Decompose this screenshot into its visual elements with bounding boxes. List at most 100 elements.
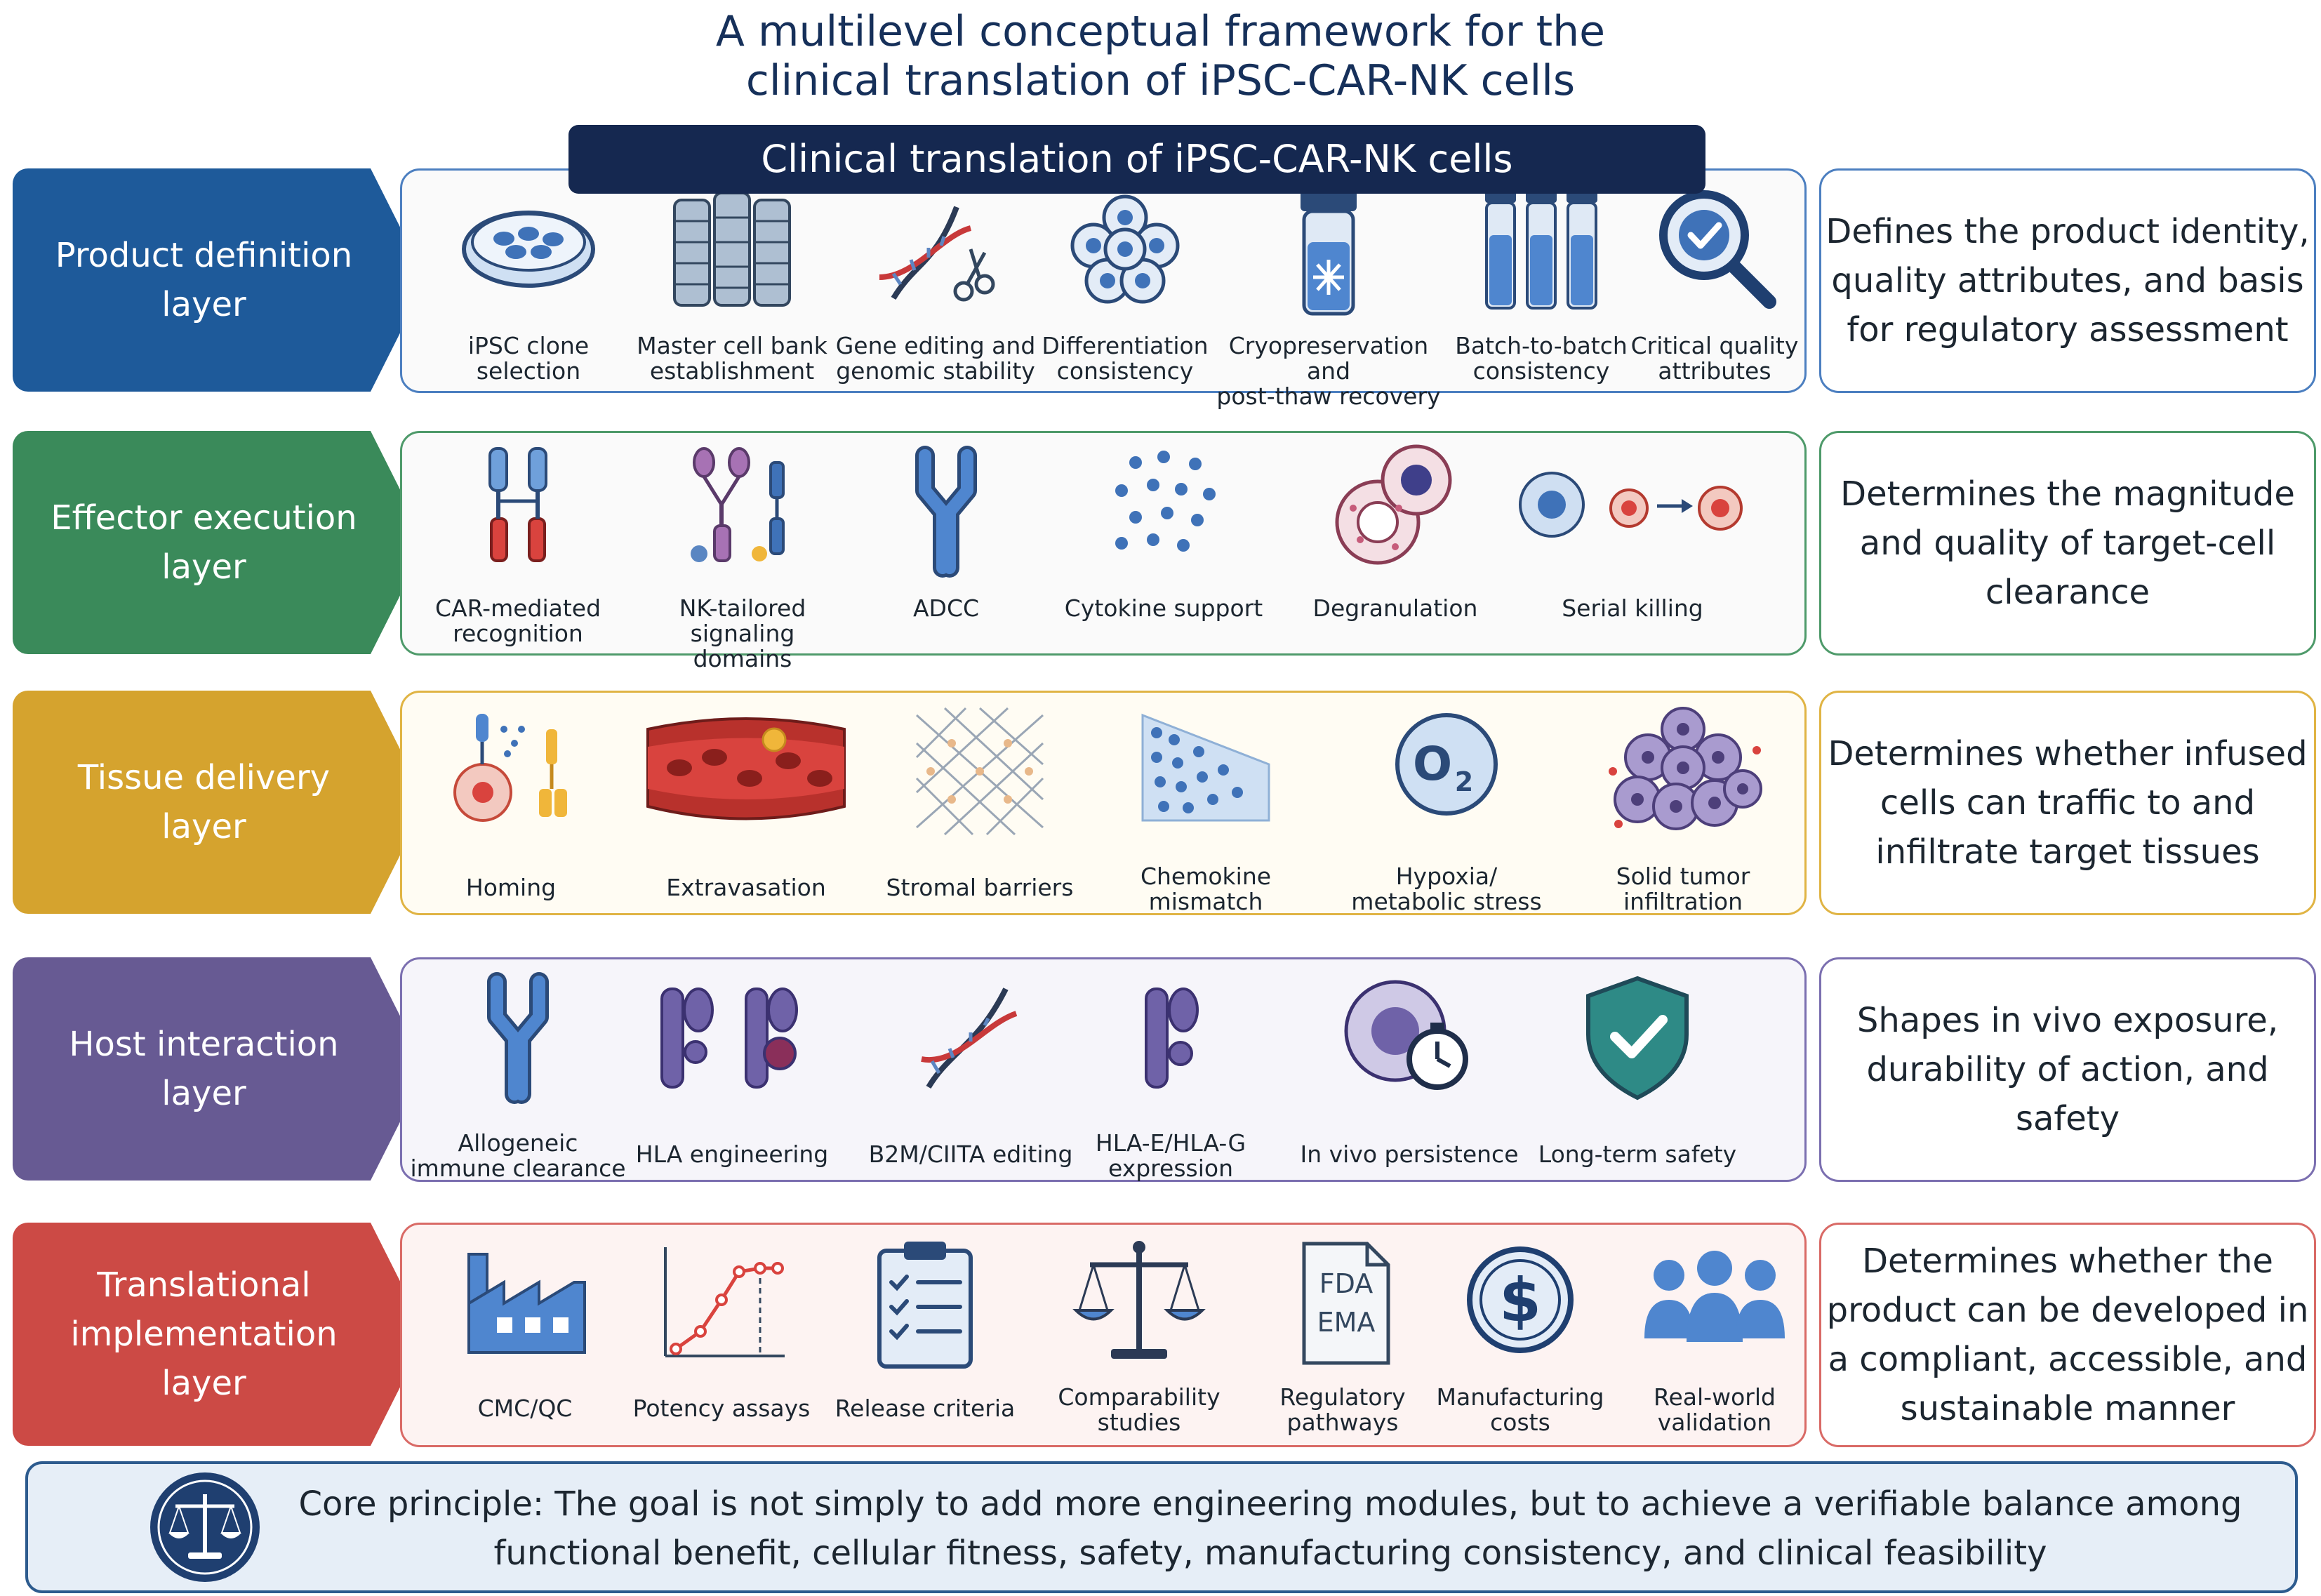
item-label: HLA engineering — [635, 1141, 829, 1168]
item-adcc: ADCC — [844, 441, 1048, 645]
svg-text:$: $ — [1499, 1265, 1541, 1336]
item-label: CMC/QC — [477, 1395, 573, 1422]
item-cryopreservation: Cryopreservation and post-thaw recovery — [1216, 179, 1441, 409]
item-label: Long-term safety — [1538, 1141, 1737, 1168]
layer-description: Defines the product identity, quality at… — [1819, 168, 2316, 393]
cell-bank-tanks-icon — [673, 192, 791, 307]
header-bar: Clinical translation of iPSC-CAR-NK cell… — [568, 125, 1705, 194]
item-hypoxia: O 2 Hypoxia/ metabolic stress — [1345, 701, 1548, 915]
item-nk-signaling: NK-tailored signaling domains — [641, 441, 844, 672]
item-label: Serial killing — [1562, 594, 1703, 622]
layer-title: Translational implementation layer — [70, 1265, 338, 1403]
item-b2m-ciita: B2M/CIITA editing — [869, 968, 1072, 1171]
fda-ema-document-icon: FDA EMA — [1302, 1242, 1390, 1365]
core-principle-box: Core principle: The goal is not simply t… — [25, 1461, 2298, 1593]
description-text: Determines whether the product can be de… — [1826, 1242, 2309, 1428]
item-label: Master cell bank establishment — [637, 332, 827, 385]
item-cmc-qc: CMC/QC — [423, 1233, 627, 1437]
item-label: Degranulation — [1312, 594, 1478, 622]
item-serial-killing: Serial killing — [1519, 441, 1743, 645]
page-title: A multilevel conceptual framework for th… — [0, 7, 2321, 105]
dna-scissors-icon — [879, 206, 995, 302]
blood-vessel-icon — [646, 717, 846, 820]
people-group-icon — [1644, 1251, 1785, 1342]
item-label: Release criteria — [834, 1395, 1016, 1422]
magnifier-check-icon — [1659, 190, 1776, 309]
item-label: Allogeneic immune clearance — [410, 1129, 626, 1182]
item-gene-editing: Gene editing and genomic stability — [834, 179, 1037, 384]
antibody-icon — [915, 446, 977, 578]
svg-text:O: O — [1413, 737, 1452, 791]
item-label: Batch-to-batch consistency — [1455, 332, 1628, 385]
layer-title: Tissue delivery layer — [77, 758, 331, 846]
item-label: Solid tumor infiltration — [1616, 863, 1750, 915]
item-manufacturing-costs: $ Manufacturing costs — [1418, 1233, 1622, 1437]
item-label: Potency assays — [632, 1395, 811, 1422]
layer-title: Product definition layer — [55, 236, 353, 324]
item-batch-consistency: Batch-to-batch consistency — [1439, 179, 1643, 384]
factory-icon — [467, 1253, 586, 1354]
item-label: NK-tailored signaling domains — [679, 594, 806, 672]
serial-killing-icon — [1519, 472, 1743, 538]
item-label: Stromal barriers — [886, 874, 1074, 901]
balance-scale-icon — [150, 1472, 260, 1582]
degranulation-icon — [1335, 444, 1452, 565]
layer-description: Shapes in vivo exposure, durability of a… — [1819, 957, 2316, 1182]
car-receptor-icon — [488, 447, 547, 562]
svg-text:2: 2 — [1455, 766, 1473, 797]
item-extravasation: Extravasation — [644, 701, 848, 905]
item-differentiation: Differentiation consistency — [1023, 179, 1227, 384]
item-master-cell-bank: Master cell bank establishment — [630, 179, 834, 384]
translational-implementation-layer: Translational implementation layer CMC/Q… — [13, 1223, 2316, 1447]
item-cytokine: Cytokine support — [1062, 441, 1265, 645]
hla-molecules-icon — [660, 987, 798, 1089]
layer-panel: CMC/QC Potency assays Release crite — [400, 1223, 1807, 1447]
item-degranulation: Degranulation — [1293, 441, 1497, 645]
item-label: In vivo persistence — [1300, 1141, 1519, 1168]
item-label: B2M/CIITA editing — [868, 1141, 1073, 1168]
item-stromal-barriers: Stromal barriers — [878, 701, 1082, 905]
layer-panel: iPSC clone selection Master cell bank es… — [400, 168, 1807, 409]
item-ipsc-clone-selection: iPSC clone selection — [427, 179, 630, 384]
oxygen-icon: O 2 — [1395, 713, 1498, 816]
item-car-recognition: CAR-mediated recognition — [416, 441, 620, 646]
item-critical-quality: Critical quality attributes — [1613, 179, 1816, 384]
item-chemokine-mismatch: Chemokine mismatch — [1104, 701, 1308, 915]
item-label: Hypoxia/ metabolic stress — [1351, 863, 1542, 915]
item-label: Chemokine mismatch — [1140, 863, 1272, 915]
chemokine-gradient-icon — [1141, 713, 1270, 822]
balance-scale-icon — [1072, 1241, 1206, 1359]
cytokine-dots-icon — [1115, 451, 1216, 552]
item-label: Extravasation — [666, 874, 826, 901]
item-label: HLA-E/HLA-G expression — [1095, 1129, 1246, 1182]
product-definition-layer: Product definition layer iPSC clone sele… — [13, 168, 2316, 409]
item-label: Cryopreservation and post-thaw recovery — [1216, 332, 1441, 410]
item-label: Manufacturing costs — [1436, 1383, 1604, 1436]
item-label: iPSC clone selection — [467, 332, 590, 385]
layer-description: Determines whether the product can be de… — [1819, 1223, 2316, 1447]
stroma-mesh-icon — [915, 707, 1044, 836]
layer-title: Effector execution layer — [51, 498, 357, 587]
vials-icon — [1485, 186, 1597, 310]
homing-icon — [453, 714, 567, 822]
layer-panel: Allogeneic immune clearance HLA engineer… — [400, 957, 1807, 1182]
description-text: Determines whether infused cells can tra… — [1828, 734, 2308, 872]
item-hla-e-g: HLA-E/HLA-G expression — [1069, 968, 1272, 1181]
item-label: CAR-mediated recognition — [434, 594, 601, 647]
item-release-criteria: Release criteria — [823, 1233, 1027, 1437]
layer-arrow: Effector execution layer — [13, 431, 427, 654]
item-allogeneic-clearance: Allogeneic immune clearance — [410, 968, 626, 1181]
host-interaction-layer: Host interaction layer Allogeneic immune… — [13, 957, 2316, 1182]
item-hla-engineering: HLA engineering — [630, 968, 834, 1171]
ema-label: EMA — [1317, 1307, 1376, 1338]
core-principle-text: Core principle: The goal is not simply t… — [298, 1484, 2242, 1573]
dollar-coin-icon: $ — [1467, 1246, 1574, 1353]
item-regulatory: FDA EMA Regulatory pathways — [1241, 1233, 1444, 1437]
item-label: Critical quality attributes — [1630, 332, 1799, 385]
petri-dish-icon — [462, 211, 595, 288]
item-label: Homing — [465, 874, 557, 901]
item-potency-assays: Potency assays — [620, 1233, 823, 1437]
item-label: Regulatory pathways — [1279, 1383, 1406, 1436]
layer-arrow: Translational implementation layer — [13, 1223, 427, 1446]
dose-curve-icon — [664, 1247, 785, 1357]
